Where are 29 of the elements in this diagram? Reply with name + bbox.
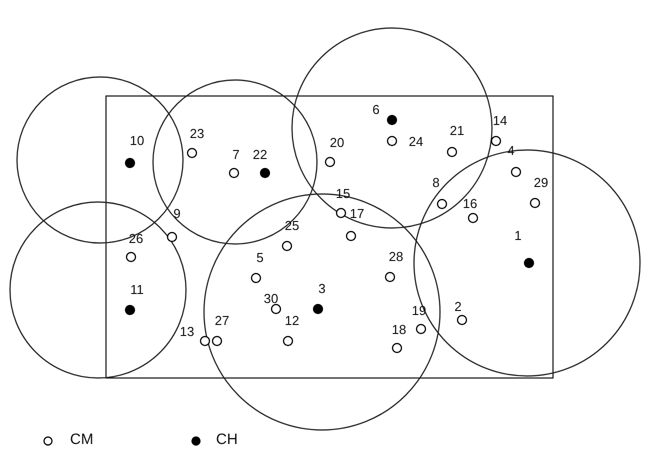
node-number: 29 (534, 176, 548, 190)
node-number: 16 (462, 197, 478, 211)
node-number: 24 (408, 135, 424, 149)
node-number: 26 (128, 232, 144, 246)
node-number: 7 (232, 148, 240, 162)
node-number: 23 (190, 127, 204, 141)
node-number: 5 (256, 251, 264, 265)
node-number: 13 (180, 325, 194, 339)
node-number: 30 (264, 292, 278, 306)
node-number: 25 (284, 219, 300, 233)
node-number: 1 (514, 229, 522, 243)
node-number: 3 (318, 282, 326, 296)
node-number: 12 (284, 314, 300, 328)
node-number: 14 (492, 114, 508, 128)
legend-label: CM (70, 432, 94, 448)
node-number: 11 (130, 283, 144, 297)
node-number: 20 (330, 136, 344, 150)
node-number: 9 (173, 207, 181, 221)
legend-label: CH (216, 432, 238, 448)
node-number: 28 (388, 250, 404, 264)
node-number: 27 (214, 314, 230, 328)
node-number: 18 (392, 323, 406, 337)
node-number: 17 (350, 207, 364, 221)
node-number: 21 (450, 124, 464, 138)
node-number: 10 (130, 134, 144, 148)
node-number: 6 (372, 103, 380, 117)
node-number: 8 (432, 176, 440, 190)
node-number: 22 (252, 148, 268, 162)
node-number: 2 (454, 300, 462, 314)
